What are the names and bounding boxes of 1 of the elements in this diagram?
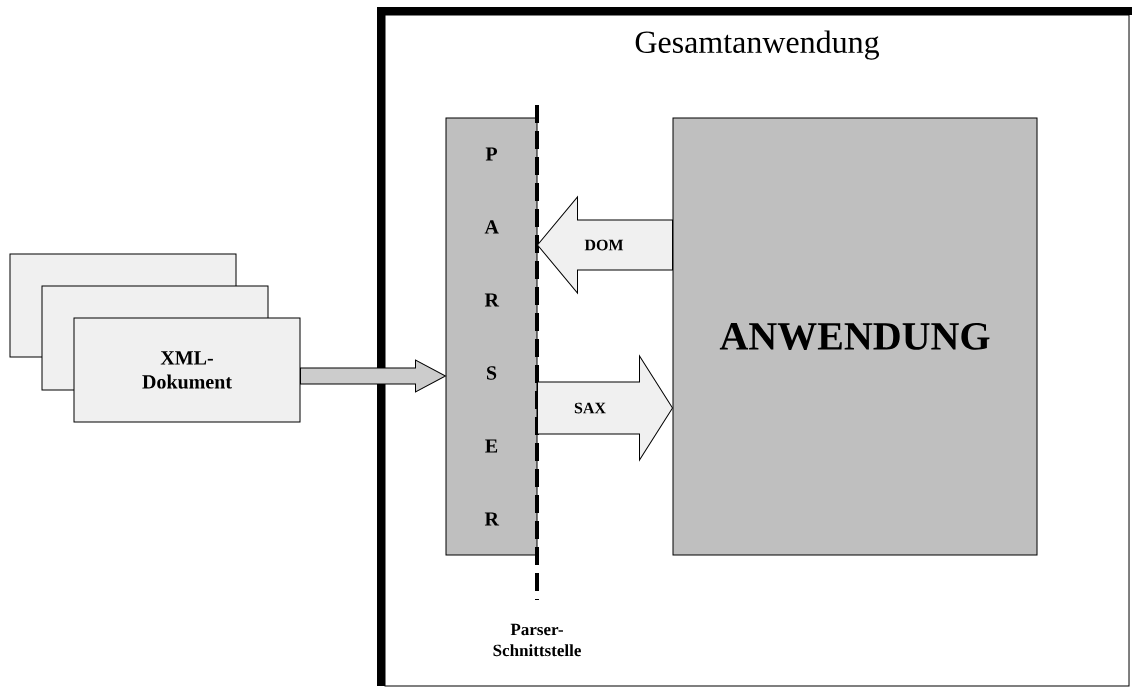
- document-box: XML- Dokument: [73, 317, 301, 423]
